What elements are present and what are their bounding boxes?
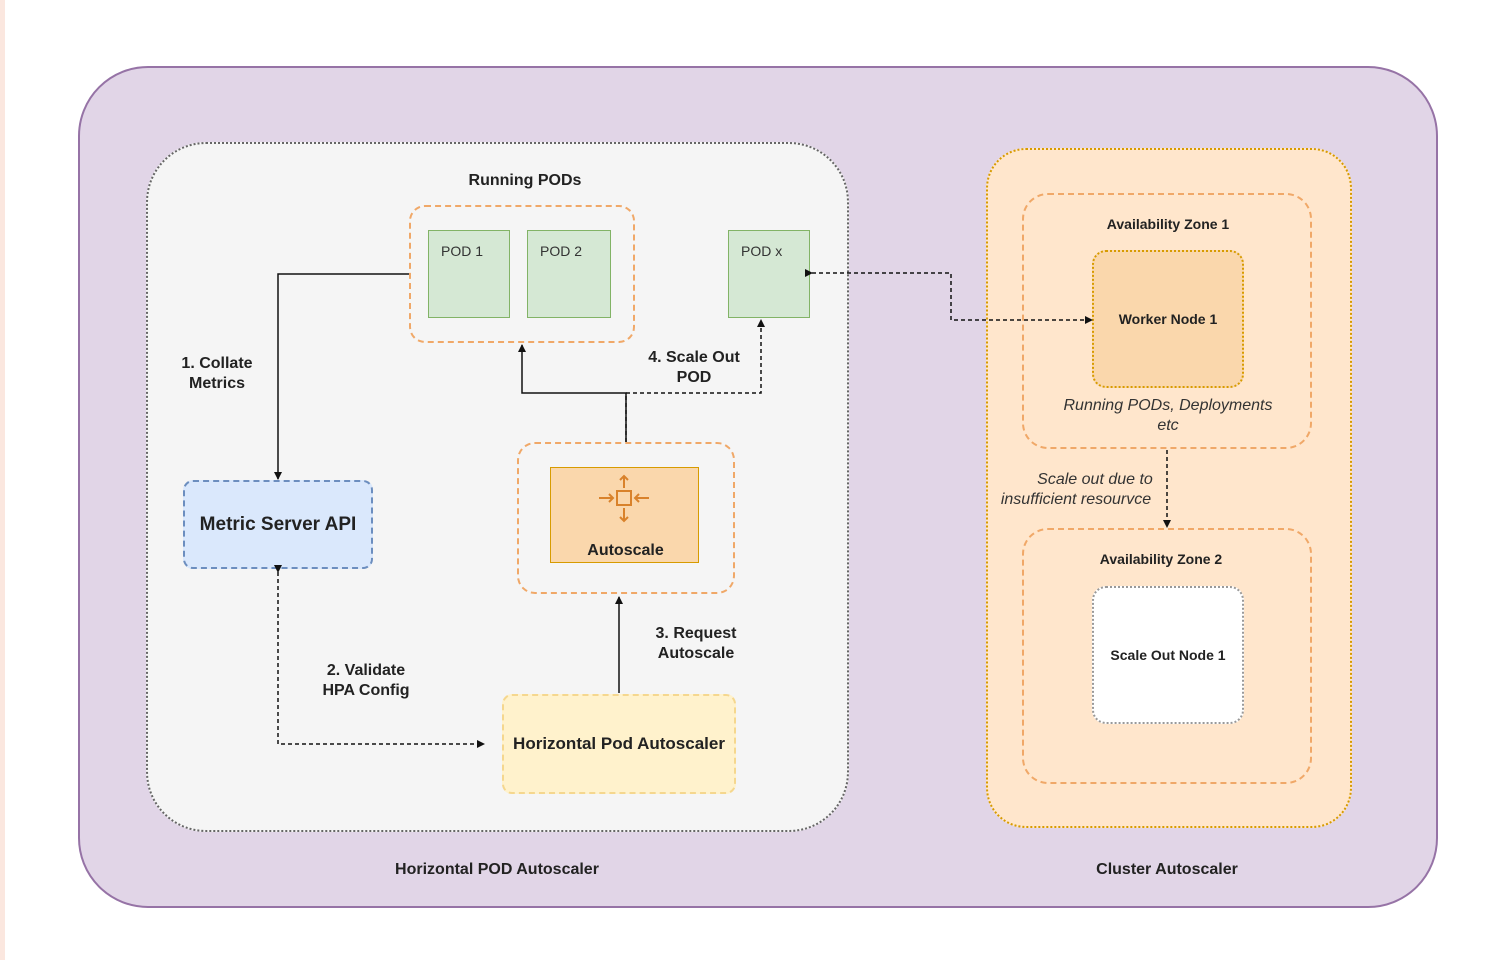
scale-note-line2: insufficient resourvce (1000, 491, 1152, 508)
autoscale-label: Autoscale (587, 542, 664, 559)
pod-x[interactable]: POD x (728, 230, 810, 318)
podx-worker-node-arrow (805, 269, 1093, 324)
availability-zone-1-title: Availability Zone 1 (1106, 216, 1230, 232)
step-3-line2: Autoscale (657, 645, 735, 662)
validate-config-arrow (274, 565, 485, 748)
scale-note-line1: Scale out due to (1037, 471, 1153, 488)
autoscale-box[interactable]: Autoscale (550, 467, 699, 563)
pod-1[interactable]: POD 1 (428, 230, 510, 318)
worker-node-1[interactable]: Worker Node 1 (1092, 250, 1244, 388)
az1-note-line2: etc (1157, 417, 1179, 434)
horizontal-pod-autoscaler[interactable]: Horizontal Pod Autoscaler (502, 694, 736, 794)
metric-server-api[interactable]: Metric Server API (183, 480, 373, 569)
az1-note-line1: Running PODs, Deployments (1063, 397, 1273, 414)
autoscale-to-pods-arrow (518, 344, 627, 442)
cluster-region-title: Cluster Autoscaler (1096, 861, 1238, 878)
autoscale-group (517, 442, 735, 594)
step-1-line2: Metrics (188, 375, 246, 392)
autoscale-arrows-icon (599, 474, 649, 523)
pod-2[interactable]: POD 2 (527, 230, 611, 318)
step-4-line1: 4. Scale Out (648, 349, 740, 366)
collate-metrics-arrow (274, 273, 409, 480)
left-edge-strip (0, 0, 5, 960)
scale-out-pod-arrow (625, 319, 765, 442)
availability-zone-2-title: Availability Zone 2 (1099, 551, 1223, 567)
step-4-line2: POD (676, 369, 712, 386)
running-pods-title: Running PODs (468, 172, 582, 189)
running-pods-group (409, 205, 635, 343)
availability-zone-2 (1022, 528, 1312, 784)
step-3-line1: 3. Request (655, 625, 737, 642)
hpa-region-title: Horizontal POD Autoscaler (395, 861, 599, 878)
step-1-line1: 1. Collate (181, 355, 253, 372)
scale-out-node-1[interactable]: Scale Out Node 1 (1092, 586, 1244, 724)
